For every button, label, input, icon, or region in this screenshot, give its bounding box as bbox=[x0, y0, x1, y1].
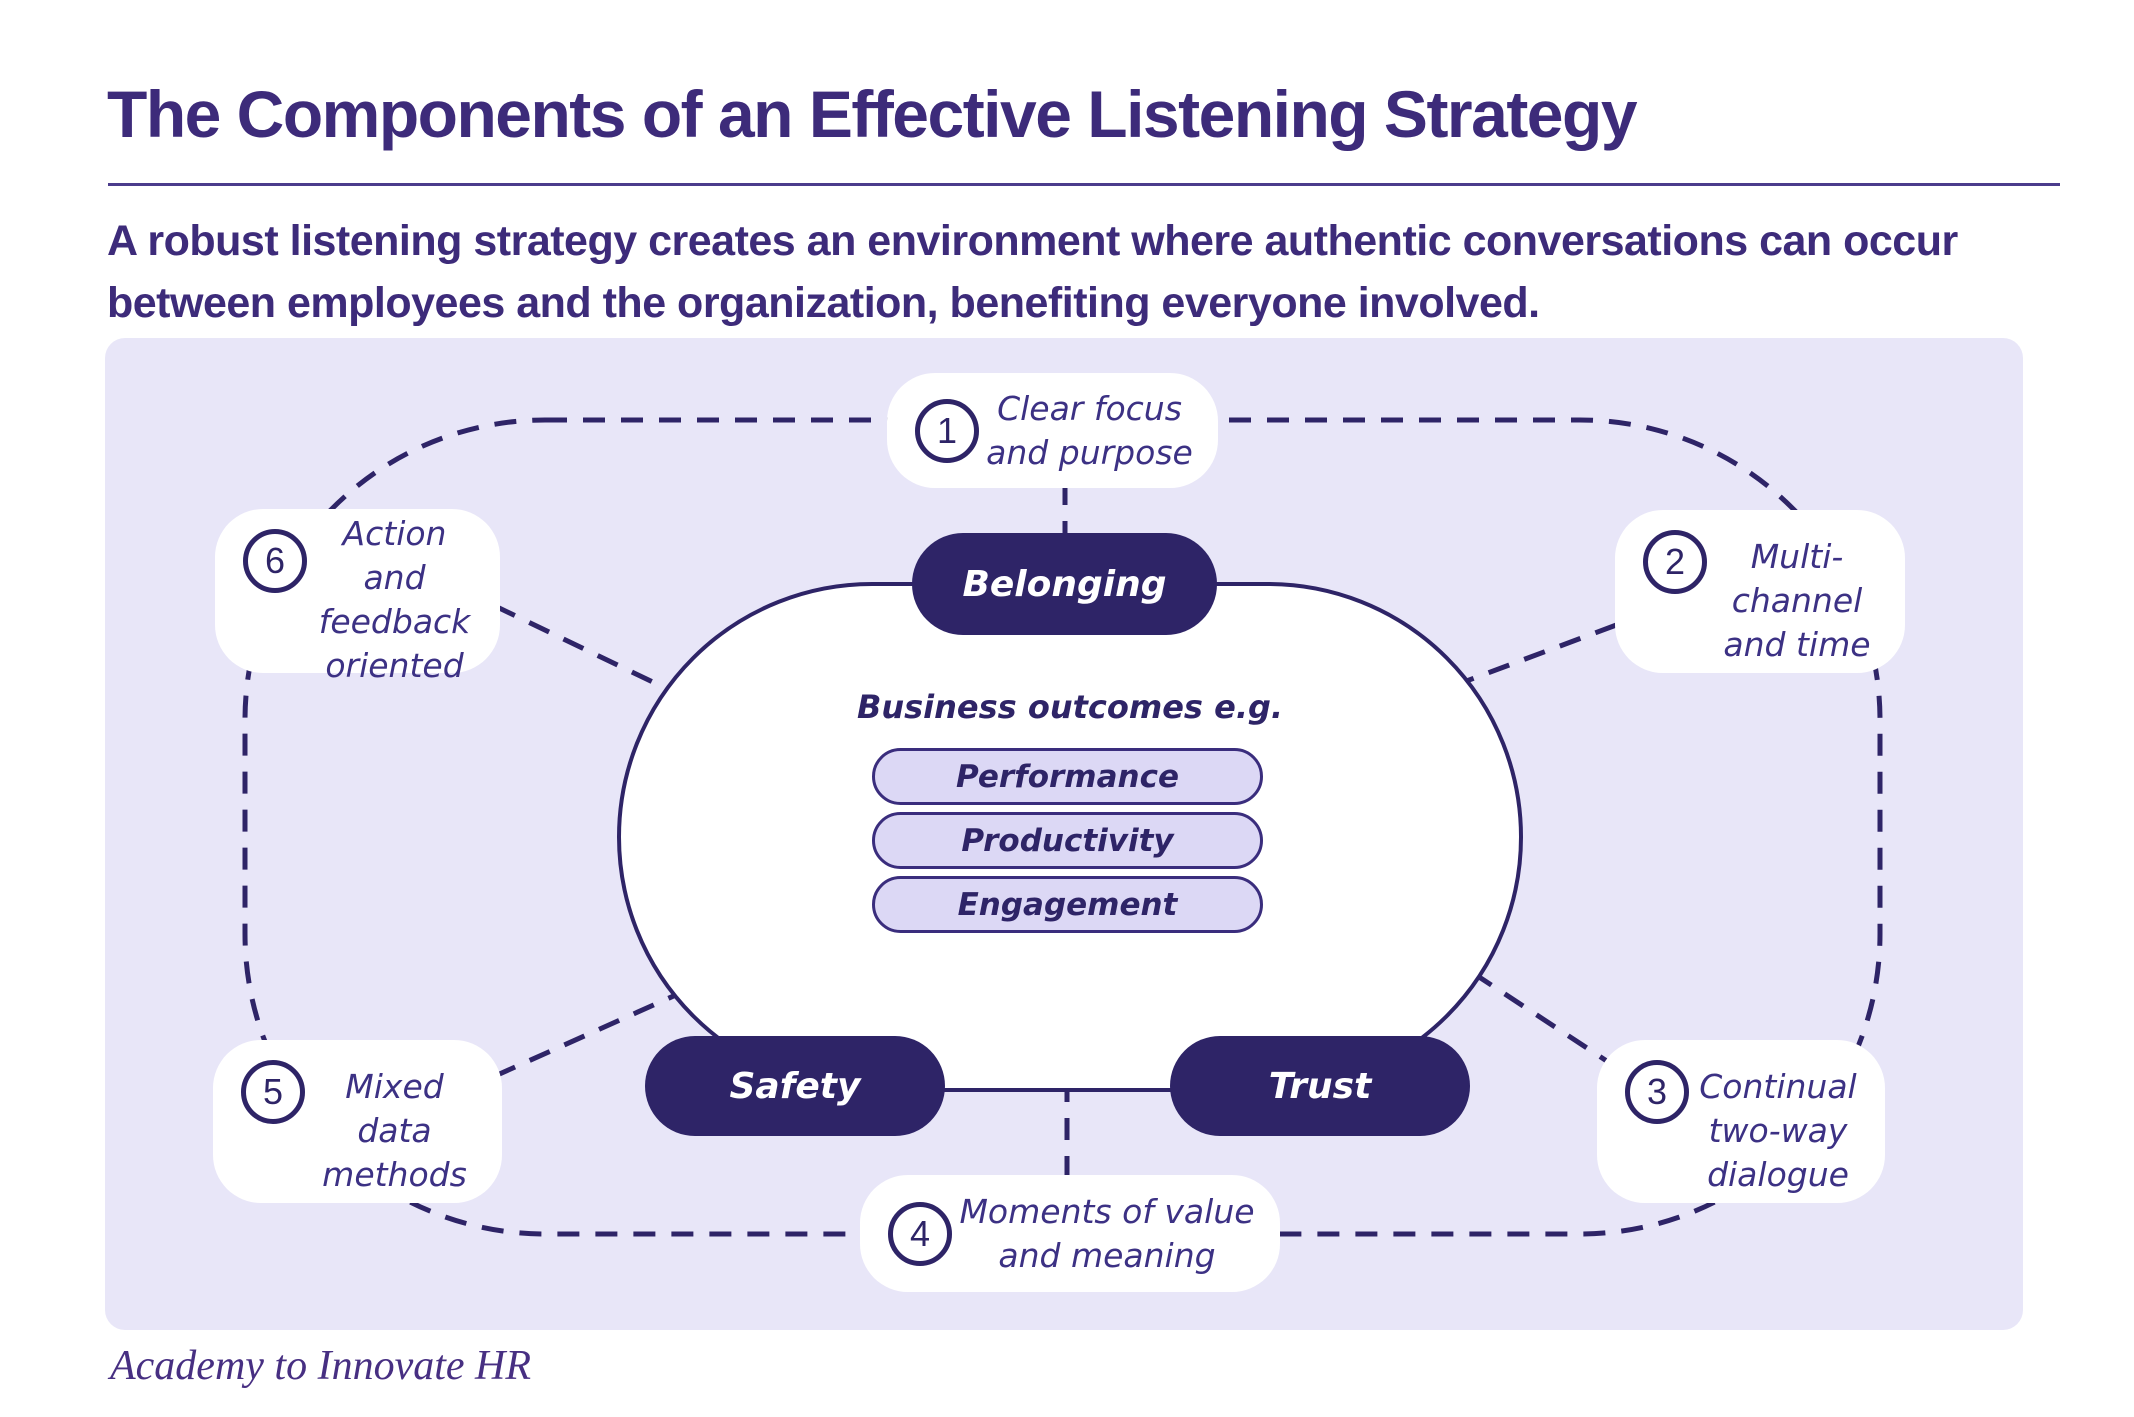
card-clear-focus: 1 Clear focus and purpose bbox=[887, 373, 1218, 488]
card-number-badge: 3 bbox=[1625, 1060, 1689, 1124]
spoke-card3-blob bbox=[1471, 970, 1627, 1076]
page-title: The Components of an Effective Listening… bbox=[107, 77, 1638, 151]
title-divider bbox=[108, 183, 2060, 186]
source-credit: Academy to Innovate HR bbox=[110, 1343, 532, 1389]
card-number-badge: 1 bbox=[915, 398, 979, 463]
card-number-badge: 2 bbox=[1643, 530, 1707, 594]
card-multi-channel: 2 Multi- channel and time bbox=[1615, 510, 1905, 673]
business-outcomes-title: Business outcomes e.g. bbox=[856, 688, 1284, 726]
card-number-badge: 6 bbox=[243, 529, 307, 593]
card-moments-of-value: 4 Moments of value and meaning bbox=[860, 1175, 1280, 1292]
safety-pill: Safety bbox=[645, 1036, 945, 1136]
outcome-pill-engagement: Engagement bbox=[872, 876, 1263, 933]
card-number-badge: 5 bbox=[241, 1060, 305, 1124]
spoke-card6-blob bbox=[493, 603, 692, 703]
card-label: Moments of value and meaning bbox=[959, 1191, 1255, 1275]
card-label: Clear focus and purpose bbox=[986, 388, 1193, 472]
card-continual-dialogue: 3 Continual two-way dialogue bbox=[1597, 1040, 1885, 1203]
card-label: Continual two-way dialogue bbox=[1699, 1066, 1857, 1194]
card-number-badge: 4 bbox=[888, 1201, 952, 1266]
spoke-card2-blob bbox=[1452, 615, 1636, 689]
card-label: Mixed data methods bbox=[322, 1066, 467, 1194]
card-label: Multi- channel and time bbox=[1723, 536, 1871, 664]
card-action-feedback: 6 Action and feedback oriented bbox=[215, 509, 500, 685]
outcome-pill-performance: Performance bbox=[872, 748, 1263, 805]
outcome-pill-productivity: Productivity bbox=[872, 812, 1263, 869]
page-subtitle: A robust listening strategy creates an e… bbox=[107, 217, 1958, 327]
card-mixed-data: 5 Mixed data methods bbox=[213, 1040, 502, 1203]
belonging-pill: Belonging bbox=[912, 533, 1217, 635]
diagram-panel: Business outcomes e.g. Performance Produ… bbox=[105, 338, 2023, 1330]
trust-pill: Trust bbox=[1170, 1036, 1470, 1136]
card-label: Action and feedback oriented bbox=[318, 514, 471, 685]
